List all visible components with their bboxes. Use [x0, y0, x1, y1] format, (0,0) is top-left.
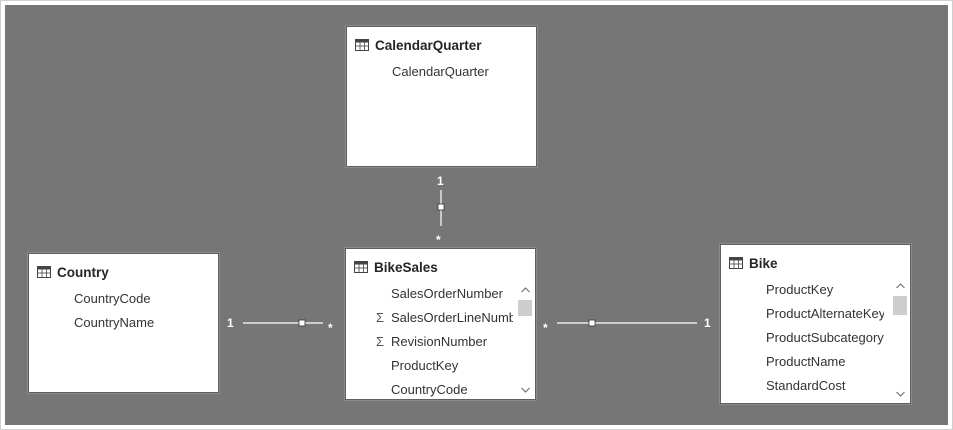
table-card-bikesales[interactable]: BikeSales SalesOrderNumber Σ SalesOrderL…	[345, 248, 536, 400]
cardinality-many-bike: *	[543, 321, 548, 335]
relationship-lines	[243, 190, 697, 327]
cardinality-one-country: 1	[227, 316, 234, 330]
scrollbar-thumb[interactable]	[893, 296, 907, 315]
scrollbar[interactable]	[892, 279, 908, 401]
field-countrycode[interactable]: CountryCode	[74, 291, 151, 306]
field-productkey[interactable]: ProductKey	[766, 282, 834, 297]
field-countryname[interactable]: CountryName	[74, 315, 155, 330]
field-productsubcategorykey[interactable]: ProductSubcategoryKey	[766, 330, 884, 345]
chevron-down-icon[interactable]	[517, 383, 533, 397]
table-icon	[37, 266, 51, 278]
relationship-marker-country-sales	[298, 319, 306, 327]
field-list: SalesOrderNumber Σ SalesOrderLineNumber …	[346, 249, 535, 399]
field-countrycode[interactable]: CountryCode	[391, 382, 468, 397]
field-calendarquarter[interactable]: CalendarQuarter	[392, 64, 489, 79]
table-header[interactable]: Country	[37, 262, 210, 282]
table-title: CalendarQuarter	[375, 37, 482, 53]
chevron-down-icon[interactable]	[892, 387, 908, 401]
field-productkey[interactable]: ProductKey	[391, 358, 459, 373]
cardinality-one-quarter: 1	[437, 174, 444, 188]
sigma-icon: Σ	[375, 334, 385, 349]
table-card-country[interactable]: Country CountryCode CountryName	[28, 253, 219, 393]
field-productname[interactable]: ProductName	[766, 354, 846, 369]
table-header[interactable]: CalendarQuarter	[355, 35, 528, 55]
scrollbar[interactable]	[517, 283, 533, 397]
table-icon	[354, 261, 368, 273]
relationship-marker-sales-bike	[588, 319, 596, 327]
field-salesordernumber[interactable]: SalesOrderNumber	[391, 286, 503, 301]
cardinality-many-country: *	[328, 321, 333, 335]
table-title: BikeSales	[374, 259, 438, 275]
table-title: Country	[57, 264, 109, 280]
table-title: Bike	[749, 255, 778, 271]
table-icon	[729, 257, 743, 269]
scrollbar-thumb[interactable]	[518, 300, 532, 316]
field-productalternatekey[interactable]: ProductAlternateKey	[766, 306, 884, 321]
table-icon	[355, 39, 369, 51]
table-header[interactable]: BikeSales	[354, 257, 527, 277]
chevron-up-icon[interactable]	[892, 279, 908, 293]
table-card-bike[interactable]: Bike ProductKey ProductAlternateKey Prod…	[720, 244, 911, 404]
model-canvas[interactable]: 1 * 1 * * 1 CalendarQuarter CalendarQuar…	[5, 5, 948, 425]
table-header[interactable]: Bike	[729, 253, 902, 273]
field-salesorderlinenumber[interactable]: SalesOrderLineNumber	[391, 310, 513, 325]
relationship-marker-quarter-sales	[437, 203, 445, 211]
field-revisionnumber[interactable]: RevisionNumber	[391, 334, 488, 349]
chevron-up-icon[interactable]	[517, 283, 533, 297]
cardinality-one-bike: 1	[704, 316, 711, 330]
field-standardcost[interactable]: StandardCost	[766, 378, 846, 393]
cardinality-many-quarter: *	[436, 233, 441, 247]
table-card-calendarquarter[interactable]: CalendarQuarter CalendarQuarter	[346, 26, 537, 167]
sigma-icon: Σ	[375, 310, 385, 325]
